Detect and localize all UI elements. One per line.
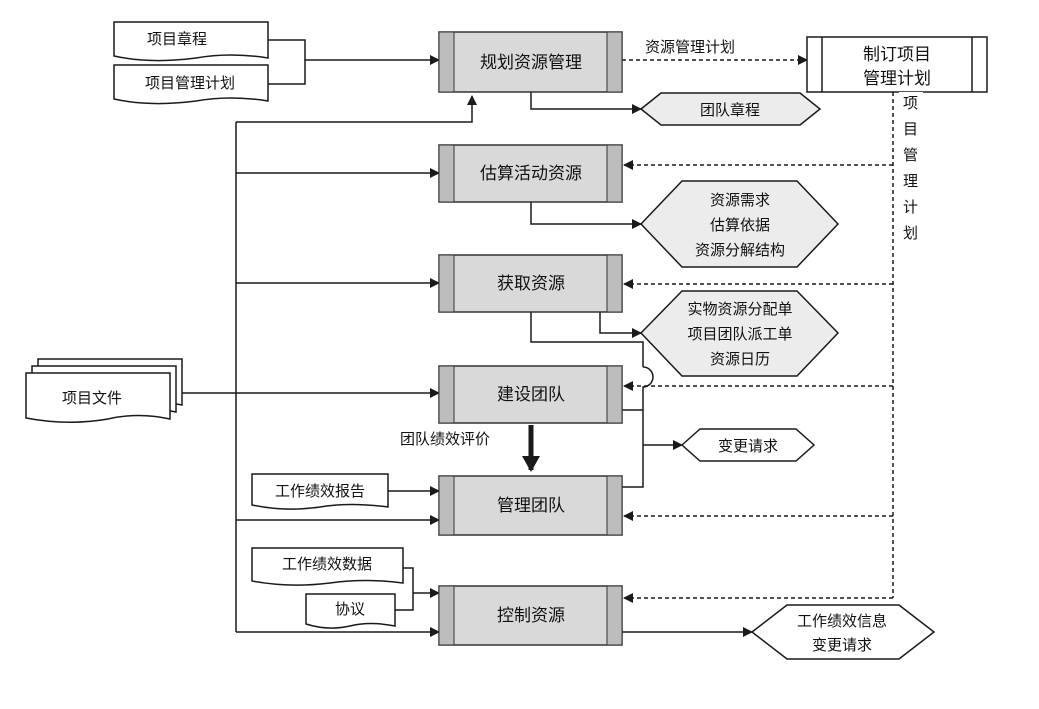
doc-label: 工作绩效报告 bbox=[275, 482, 365, 500]
label-team-performance-assessments: 团队绩效评价 bbox=[400, 430, 490, 448]
output-label: 工作绩效信息 bbox=[797, 612, 887, 630]
process-label: 估算活动资源 bbox=[480, 164, 582, 184]
output-label: 实物资源分配单 bbox=[687, 300, 792, 318]
process-acquire-resources[interactable]: 获取资源 bbox=[438, 254, 623, 313]
output-label: 项目团队派工单 bbox=[687, 325, 792, 343]
dashed-connectors bbox=[622, 55, 894, 603]
output-label: 团队章程 bbox=[700, 101, 760, 119]
process-label: 控制资源 bbox=[497, 606, 565, 626]
arrow-estimate-to-outputs bbox=[530, 202, 642, 229]
vertical-char: 目 bbox=[903, 120, 918, 138]
process-label-line2: 管理计划 bbox=[863, 69, 931, 89]
output-control-results[interactable]: 工作绩效信息 变更请求 bbox=[750, 604, 936, 660]
process-label: 管理团队 bbox=[497, 496, 565, 516]
doc-project-charter[interactable]: 项目章程 bbox=[113, 21, 269, 62]
vertical-char: 划 bbox=[903, 224, 918, 242]
vertical-char: 管 bbox=[903, 146, 918, 164]
process-label: 获取资源 bbox=[497, 274, 565, 294]
process-develop-pm-plan[interactable]: 制订项目 管理计划 bbox=[806, 36, 988, 93]
line-hop-arc bbox=[642, 366, 654, 410]
doc-label: 工作绩效数据 bbox=[282, 555, 372, 573]
doc-agreements[interactable]: 协议 bbox=[305, 593, 396, 629]
output-estimate-results[interactable]: 资源需求 估算依据 资源分解结构 bbox=[639, 180, 840, 268]
line-acquire-to-change bbox=[530, 312, 644, 367]
process-develop-team[interactable]: 建设团队 bbox=[438, 365, 623, 424]
doc-label: 项目章程 bbox=[147, 30, 207, 48]
doc-label: 项目管理计划 bbox=[145, 74, 235, 92]
process-label: 规划资源管理 bbox=[480, 53, 582, 73]
arrow-bus-to-plan bbox=[236, 95, 477, 123]
line-develop-team-change bbox=[622, 409, 644, 488]
arrow-pmplan-to-plan bbox=[268, 60, 306, 85]
process-estimate-activity-resources[interactable]: 估算活动资源 bbox=[438, 144, 623, 203]
output-label: 资源分解结构 bbox=[695, 241, 785, 259]
output-acquire-results[interactable]: 实物资源分配单 项目团队派工单 资源日历 bbox=[639, 290, 840, 377]
line-wpd-to-control bbox=[403, 567, 414, 593]
output-label: 变更请求 bbox=[812, 636, 872, 654]
process-plan-resource-mgmt[interactable]: 规划资源管理 bbox=[438, 31, 623, 93]
vertical-char: 项 bbox=[903, 94, 918, 112]
output-label: 估算依据 bbox=[710, 216, 770, 234]
output-label: 资源日历 bbox=[710, 350, 770, 368]
process-control-resources[interactable]: 控制资源 bbox=[438, 585, 623, 646]
arrow-plan-to-team-charter bbox=[530, 92, 642, 114]
doc-label: 协议 bbox=[335, 600, 365, 618]
label-resource-mgmt-plan: 资源管理计划 bbox=[645, 38, 735, 56]
vertical-char: 计 bbox=[903, 198, 918, 216]
connectors bbox=[180, 39, 753, 637]
vertical-char: 理 bbox=[903, 172, 918, 190]
process-label: 建设团队 bbox=[497, 385, 565, 405]
output-change-requests[interactable]: 变更请求 bbox=[680, 428, 816, 462]
output-label: 资源需求 bbox=[710, 191, 770, 209]
output-team-charter[interactable]: 团队章程 bbox=[639, 92, 822, 126]
output-label: 变更请求 bbox=[718, 437, 778, 455]
doc-project-mgmt-plan[interactable]: 项目管理计划 bbox=[113, 64, 269, 105]
process-manage-team[interactable]: 管理团队 bbox=[438, 475, 623, 536]
arrow-acquire-to-outputs bbox=[599, 312, 642, 338]
doc-work-performance-reports[interactable]: 工作绩效报告 bbox=[251, 473, 389, 510]
arrow-charter-to-plan bbox=[268, 39, 440, 65]
doc-work-performance-data[interactable]: 工作绩效数据 bbox=[251, 547, 404, 586]
doc-label: 项目文件 bbox=[62, 389, 122, 407]
line-agreements-to-control bbox=[395, 593, 414, 611]
process-label-line1: 制订项目 bbox=[863, 45, 931, 65]
label-pm-plan-vertical: 项 目 管 理 计 划 bbox=[899, 92, 923, 244]
doc-project-documents[interactable]: 项目文件 bbox=[25, 358, 183, 423]
